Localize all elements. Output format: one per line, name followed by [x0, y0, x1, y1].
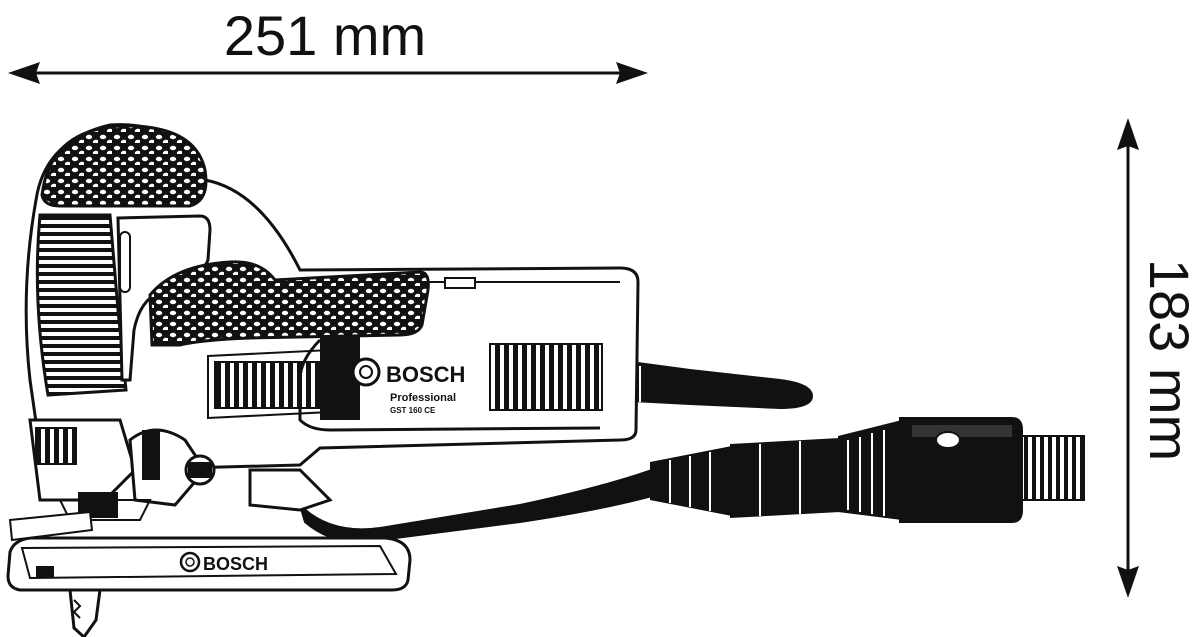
width-dimension: 251 mm: [8, 4, 648, 84]
hose-coupling: [899, 417, 1023, 523]
body-logo-icon: [351, 357, 381, 387]
body-brand-label: BOSCH: [386, 362, 465, 387]
side-vent: [214, 361, 326, 409]
vent-grille: [489, 343, 603, 411]
width-label: 251 mm: [224, 4, 426, 67]
model-label: GST 160 CE: [390, 406, 436, 415]
height-arrow-bottom: [1117, 566, 1139, 598]
hose-grip: [838, 420, 902, 520]
base-plate: BOSCH: [6, 510, 412, 592]
width-arrow-right: [616, 62, 648, 84]
coupling-button: [935, 431, 961, 449]
saw-blade: [68, 588, 102, 637]
series-label: Professional: [390, 392, 456, 404]
power-cord: [614, 358, 814, 410]
height-label: 183 mm: [1138, 259, 1200, 461]
base-brand-label: BOSCH: [203, 554, 268, 574]
hose-tube: [730, 438, 840, 518]
base-logo-icon: [179, 551, 201, 573]
vacuum-hose: [299, 417, 1085, 543]
top-grip: [40, 124, 208, 208]
height-dimension: 183 mm: [1117, 118, 1200, 598]
saw-body: BOSCH Professional GST 160 CE: [24, 123, 640, 472]
width-arrow-left: [8, 62, 40, 84]
blade-mechanism: [28, 418, 333, 521]
height-arrow-top: [1117, 118, 1139, 150]
rear-handle-ribs: [35, 213, 128, 397]
hose-connector: [299, 468, 653, 543]
